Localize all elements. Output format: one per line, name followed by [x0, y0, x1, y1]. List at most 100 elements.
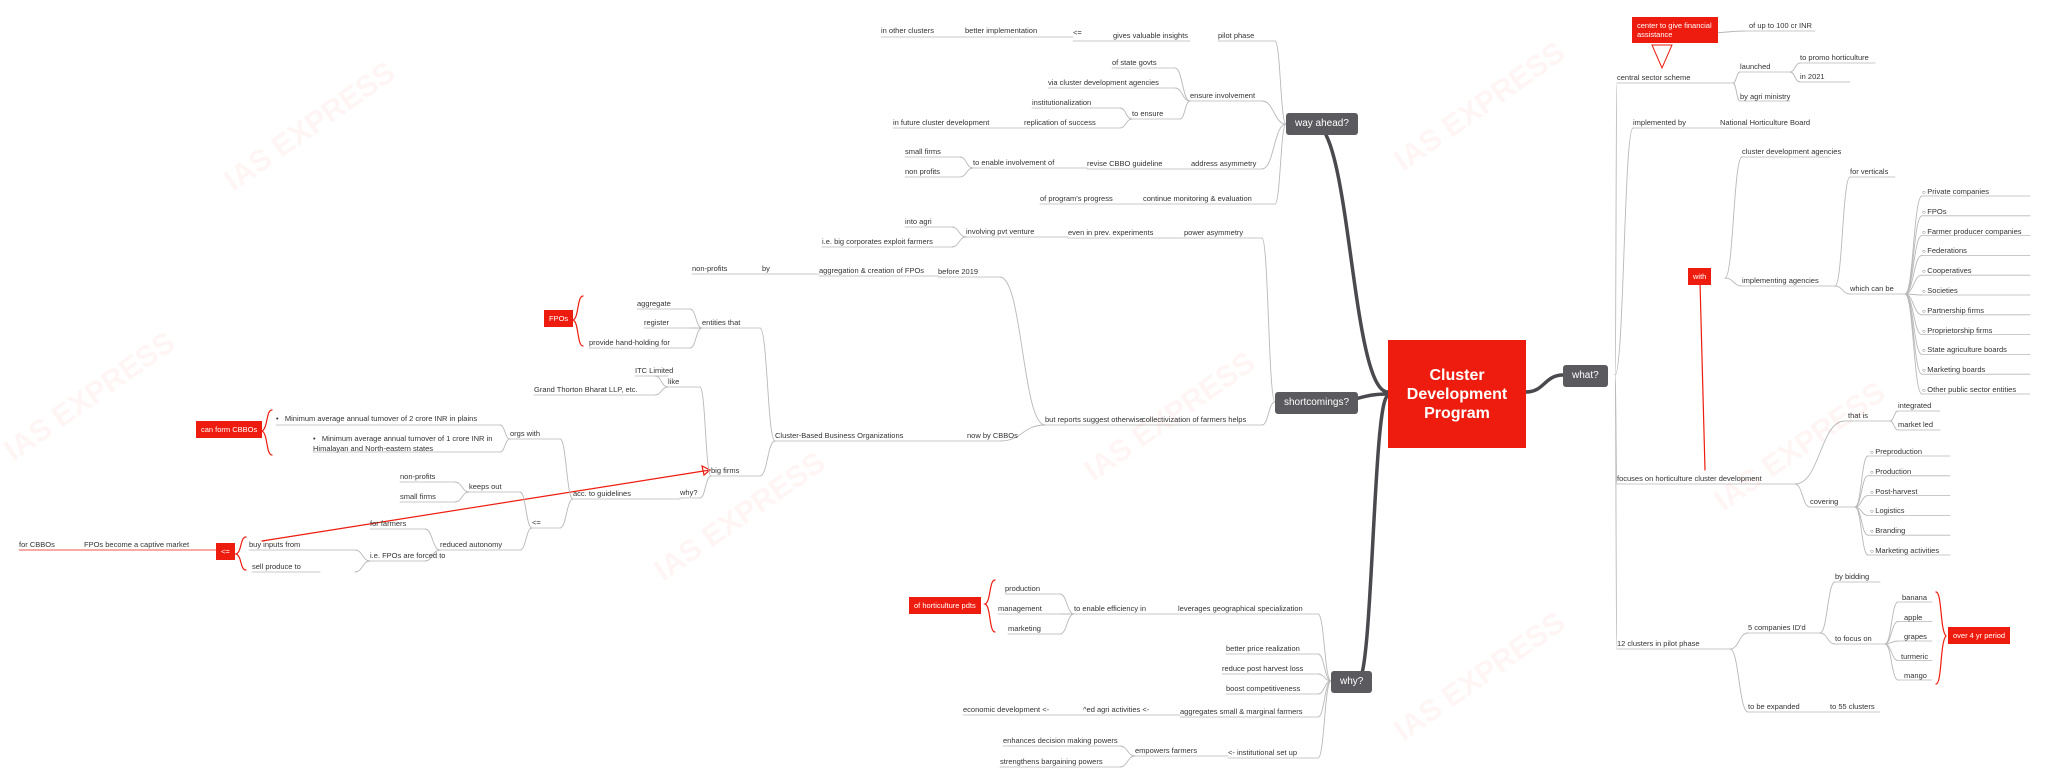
node-which-can-be[interactable]: which can be — [1850, 284, 1894, 293]
node-replication-of-success[interactable]: replication of success — [1024, 118, 1096, 127]
node-reduce-post-harvest-loss[interactable]: reduce post harvest loss — [1222, 664, 1304, 673]
list-item-covering[interactable]: ○ Logistics — [1870, 506, 1904, 517]
node-to-promo-horticulture[interactable]: to promo horticulture — [1800, 53, 1869, 62]
list-item-agency[interactable]: ○ Private companies — [1922, 187, 1989, 198]
node-of-programs-progress[interactable]: of program's progress — [1040, 194, 1113, 203]
list-item-covering[interactable]: ○ Preproduction — [1870, 447, 1922, 458]
node-up-to-100cr[interactable]: of up to 100 cr INR — [1749, 21, 1812, 30]
node-to-be-expanded[interactable]: to be expanded — [1748, 702, 1800, 711]
node-gives-valuable-insights[interactable]: gives valuable insights — [1113, 31, 1189, 40]
node-now-by-cbbos[interactable]: now by CBBOs — [967, 431, 1018, 440]
list-item-agency[interactable]: ○ Federations — [1922, 246, 1967, 257]
list-item-agency[interactable]: ○ Marketing boards — [1922, 365, 1985, 376]
node-production[interactable]: production — [1005, 584, 1041, 593]
node-national-horticulture-board[interactable]: National Horticulture Board — [1720, 118, 1811, 127]
node-pilot-phase[interactable]: pilot phase — [1218, 31, 1255, 40]
node-enhances-decision-making[interactable]: enhances decision making powers — [1003, 736, 1118, 745]
node-non-profits[interactable]: non profits — [905, 167, 941, 176]
node-in-2021[interactable]: in 2021 — [1800, 72, 1825, 81]
node-involving-pvt-venture[interactable]: involving pvt venture — [966, 227, 1035, 236]
node-big-corporates-exploit[interactable]: i.e. big corporates exploit farmers — [822, 237, 933, 246]
node-covering[interactable]: covering — [1810, 497, 1839, 506]
node-into-agri[interactable]: into agri — [905, 217, 932, 226]
topic-why[interactable]: why? — [1331, 671, 1373, 693]
list-item-agency[interactable]: ○ Societies — [1922, 286, 1958, 297]
topic-shortcomings[interactable]: shortcomings? — [1275, 392, 1359, 414]
node-that-is[interactable]: that is — [1848, 411, 1869, 420]
node-better-implementation[interactable]: better implementation — [965, 26, 1038, 35]
bullet-turnover-plains[interactable]: • Minimum average annual turnover of 2 c… — [276, 414, 478, 423]
node-continue-monitoring[interactable]: continue monitoring & evaluation — [1143, 194, 1252, 203]
node-marketing[interactable]: marketing — [1008, 624, 1041, 633]
node-via-cluster-development-agencies[interactable]: via cluster development agencies — [1048, 78, 1159, 87]
list-item-covering[interactable]: ○ Branding — [1870, 526, 1905, 537]
node-arrow[interactable]: <= — [532, 518, 541, 527]
node-aggregation-creation-fpos[interactable]: aggregation & creation of FPOs — [819, 266, 925, 275]
topic-what[interactable]: what? — [1563, 365, 1608, 387]
topic-way-ahead[interactable]: way ahead? — [1286, 113, 1358, 135]
node-before-2019[interactable]: before 2019 — [938, 267, 979, 276]
node-revise-cbbo-guideline[interactable]: revise CBBO guideline — [1087, 159, 1163, 168]
node-power-asymmetry[interactable]: power asymmetry — [1184, 228, 1244, 237]
node-launched[interactable]: launched — [1740, 62, 1771, 71]
list-item-crop[interactable]: turmeric — [1901, 651, 1929, 661]
node-but-reports-suggest-otherwise[interactable]: but reports suggest otherwise — [1045, 415, 1144, 424]
node-small-firms[interactable]: small firms — [400, 492, 436, 501]
list-item-crop[interactable]: grapes — [1904, 632, 1927, 641]
node-management[interactable]: management — [998, 604, 1042, 613]
node-by[interactable]: by — [762, 264, 770, 273]
node-of-state-govts[interactable]: of state govts — [1112, 58, 1157, 67]
list-item-agency[interactable]: ○ Cooperatives — [1922, 266, 1972, 277]
node-aggregates-small-farmers[interactable]: aggregates small & marginal farmers — [1180, 707, 1303, 716]
node-to-focus-on[interactable]: to focus on — [1835, 634, 1872, 643]
node-12-clusters[interactable]: 12 clusters in pilot phase — [1617, 639, 1700, 648]
list-item-agency[interactable]: ○ Proprietorship firms — [1922, 326, 1992, 337]
node-for-farmers[interactable]: for farmers — [370, 519, 407, 528]
node-captive-market[interactable]: FPOs become a captive market — [84, 540, 190, 549]
node-reduced-autonomy[interactable]: reduced autonomy — [440, 540, 503, 549]
node-sell-produce-to[interactable]: sell produce to — [252, 562, 301, 571]
list-item-agency[interactable]: ○ Other public sector entities — [1922, 385, 2016, 396]
node-integrated[interactable]: integrated — [1898, 401, 1932, 410]
node-to-ensure[interactable]: to ensure — [1132, 109, 1164, 118]
node-fpos-forced[interactable]: i.e. FPOs are forced to — [370, 551, 446, 560]
node-in-future-cluster-development[interactable]: in future cluster development — [893, 118, 990, 127]
node-central-sector-scheme[interactable]: central sector scheme — [1617, 73, 1691, 82]
node-orgs-with[interactable]: orgs with — [510, 429, 541, 438]
node-5-companies[interactable]: 5 companies ID'd — [1748, 623, 1806, 632]
node-ensure-involvement[interactable]: ensure involvement — [1190, 91, 1256, 100]
node-ed-agri-activities[interactable]: ^ed agri activities <- — [1083, 705, 1150, 714]
node-to-enable-involvement-of[interactable]: to enable involvement of — [973, 158, 1055, 167]
node-entities-that[interactable]: entities that — [702, 318, 741, 327]
node-implemented-by[interactable]: implemented by — [1633, 118, 1686, 127]
central-topic[interactable]: Cluster Development Program — [1388, 340, 1526, 448]
list-item-agency[interactable]: ○ FPOs — [1922, 207, 1946, 218]
node-in-other-clusters[interactable]: in other clusters — [881, 26, 934, 35]
node-register[interactable]: register — [644, 318, 670, 327]
node-economic-development[interactable]: economic development <- — [963, 705, 1050, 714]
list-item-covering[interactable]: ○ Production — [1870, 467, 1911, 478]
node-to-enable-efficiency[interactable]: to enable efficiency in — [1074, 604, 1146, 613]
node-boost-competitiveness[interactable]: boost competitiveness — [1226, 684, 1301, 693]
node-itc-limited[interactable]: ITC Limited — [635, 366, 674, 375]
node-acc-to-guidelines[interactable]: acc. to guidelines — [573, 489, 631, 498]
node-non-profits[interactable]: non-profits — [692, 264, 728, 273]
node-small-firms[interactable]: small firms — [905, 147, 941, 156]
node-non-profits-2[interactable]: non-profits — [400, 472, 436, 481]
node-address-asymmetry[interactable]: address asymmetry — [1191, 159, 1257, 168]
node-cluster-based-business-organizations[interactable]: Cluster-Based Business Organizations — [775, 431, 904, 440]
node-provide-hand-holding[interactable]: provide hand-holding for — [589, 338, 670, 347]
node-like[interactable]: like — [668, 377, 680, 386]
node-market-led[interactable]: market led — [1898, 420, 1934, 429]
node-strengthens-bargaining[interactable]: strengthens bargaining powers — [1000, 757, 1103, 766]
node-cluster-development-agencies[interactable]: cluster development agencies — [1742, 147, 1842, 156]
node-focuses-on-horticulture[interactable]: focuses on horticulture cluster developm… — [1617, 474, 1762, 483]
node-implementing-agencies[interactable]: implementing agencies — [1742, 276, 1819, 285]
bullet-turnover-himalayan[interactable]: • Minimum average annual turnover of 1 c… — [313, 434, 493, 453]
node-for-cbbos[interactable]: for CBBOs — [19, 540, 55, 549]
node-empowers-farmers[interactable]: empowers farmers — [1135, 746, 1198, 755]
node-institutionalization[interactable]: institutionalization — [1032, 98, 1092, 107]
list-item-crop[interactable]: banana — [1902, 593, 1928, 602]
node-for-verticals[interactable]: for verticals — [1850, 167, 1889, 176]
node-grant-thornton[interactable]: Grand Thorton Bharat LLP, etc. — [534, 385, 638, 394]
